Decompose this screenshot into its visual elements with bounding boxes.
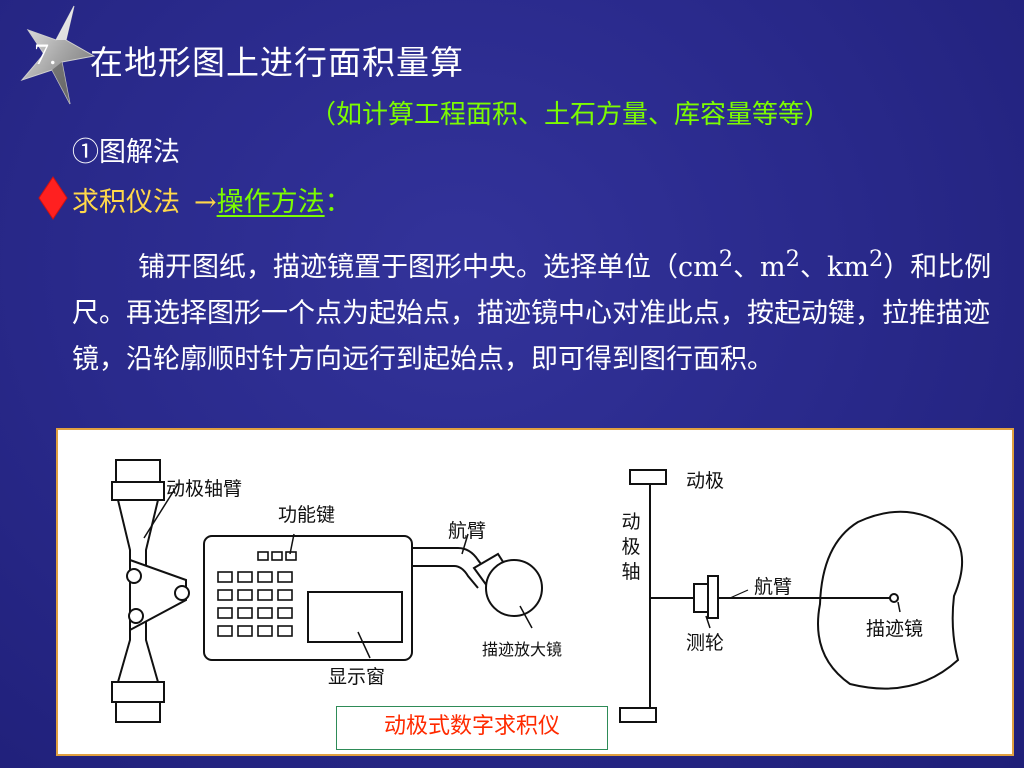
label-function-keys: 功能键 (278, 504, 336, 526)
diamond-bullet-icon (38, 176, 68, 220)
label-pole-axis: 动极轴 (621, 511, 641, 583)
para-sup-2: 2 (785, 246, 800, 272)
star-icon (20, 5, 96, 105)
label-measuring-wheel: 测轮 (686, 632, 725, 654)
planimeter-figure: 动极轴臂 功能键 航臂 描迹放大镜 显示窗 动极 动极轴 航臂 测轮 描迹镜 动… (56, 428, 1014, 756)
label-display: 显示窗 (328, 666, 386, 688)
arrow-icon: → (194, 187, 217, 218)
label-tracing-arm-right: 航臂 (754, 576, 793, 598)
label-tracer: 描迹镜 (866, 618, 924, 640)
para-part-2: 、m (733, 252, 786, 283)
label-magnifier: 描迹放大镜 (482, 640, 563, 659)
method-graphic: ①图解法 (72, 137, 180, 168)
page-subtitle: （如计算工程面积、土石方量、库容量等等） (310, 100, 831, 130)
para-sup-3: 2 (868, 246, 884, 272)
label-tracing-arm-left: 航臂 (448, 520, 487, 542)
label-pole: 动极 (686, 470, 725, 492)
operation-method-link[interactable]: 操作方法 (216, 187, 325, 218)
colon: ： (324, 187, 352, 218)
method-planimeter-label: 求积仪法 (72, 187, 180, 218)
method-planimeter: 求积仪法 →操作方法： (72, 180, 352, 219)
instruction-paragraph: 铺开图纸，描迹镜置于图形中央。选择单位（cm2、m2、km2）和比例尺。再选择图… (72, 236, 992, 383)
para-part-1: 铺开图纸，描迹镜置于图形中央。选择单位（cm (138, 252, 719, 283)
para-sup-1: 2 (718, 246, 734, 272)
label-pole-arm: 动极轴臂 (166, 478, 243, 500)
para-part-3: 、km (800, 252, 869, 283)
planimeter-diagram (111, 459, 964, 723)
para-part-4: ）和比例尺。再选择图形一个点为起始点，描迹镜中心对准此点，按起动键，拉推描迹镜，… (72, 252, 992, 375)
figure-caption: 动极式数字求积仪 (336, 706, 608, 750)
page-title: 在地形图上进行面积量算 (90, 43, 464, 82)
slide-number: 7. (34, 38, 57, 71)
